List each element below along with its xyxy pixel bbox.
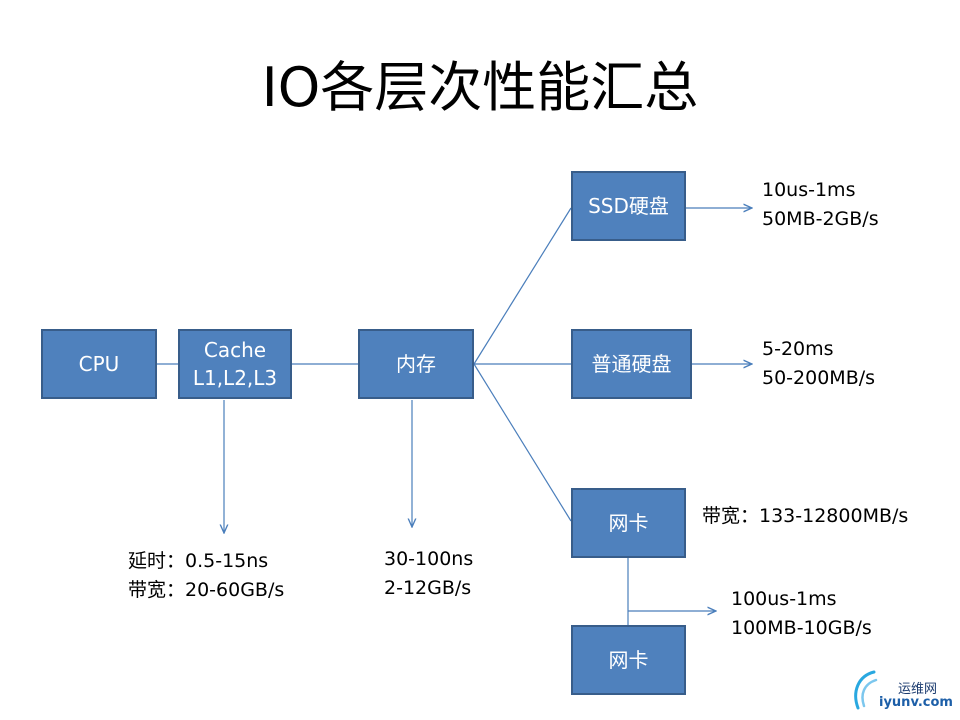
hdd-bandwidth: 50-200MB/s (762, 367, 876, 389)
page-title: IO各层次性能汇总 (261, 56, 699, 119)
watermark-logo-icon (854, 670, 878, 710)
memory-bandwidth: 2-12GB/s (384, 577, 472, 599)
memory-ssd-link (473, 207, 572, 365)
ssd-label: SSD硬盘 (588, 194, 669, 218)
memory-latency: 30-100ns (384, 548, 474, 570)
cpu-box: CPU (41, 329, 157, 399)
nic-label-upper: 网卡 (608, 511, 649, 535)
nic-bus-bandwidth: 带宽：133-12800MB/s (702, 505, 909, 527)
watermark-cn: 运维网 (898, 682, 938, 697)
hdd-label: 普通硬盘 (591, 352, 672, 376)
cache-label-line1: Cache (203, 338, 267, 362)
ssd-bandwidth: 50MB-2GB/s (762, 208, 879, 230)
watermark-en: iyunv.com (879, 695, 953, 710)
network-latency: 100us-1ms (731, 588, 837, 610)
memory-label: 内存 (396, 352, 436, 376)
cache-latency: 延时：0.5-15ns (128, 550, 269, 572)
ssd-box: SSD硬盘 (571, 171, 686, 241)
nic-box-upper: 网卡 (571, 488, 686, 558)
nic-label-lower: 网卡 (608, 648, 649, 672)
ssd-latency: 10us-1ms (762, 179, 856, 201)
network-perf-label: 100us-1ms 100MB-10GB/s (731, 585, 872, 643)
cache-box: Cache L1,L2,L3 (178, 329, 292, 399)
hdd-perf-label: 5-20ms 50-200MB/s (762, 335, 875, 393)
cache-perf-label: 延时：0.5-15ns 带宽：20-60GB/s (128, 547, 284, 605)
cache-label-line2: L1,L2,L3 (192, 366, 278, 390)
network-bandwidth: 100MB-10GB/s (731, 617, 872, 639)
memory-box: 内存 (358, 329, 474, 399)
hdd-box: 普通硬盘 (571, 329, 692, 399)
cache-bandwidth: 带宽：20-60GB/s (128, 579, 285, 601)
memory-nic-link (473, 363, 572, 522)
cpu-label: CPU (78, 352, 120, 376)
ssd-perf-label: 10us-1ms 50MB-2GB/s (762, 176, 879, 234)
memory-perf-label: 30-100ns 2-12GB/s (384, 545, 473, 603)
hdd-latency: 5-20ms (762, 338, 834, 360)
nic-box-lower: 网卡 (571, 625, 686, 695)
nic-bus-bandwidth-label: 带宽：133-12800MB/s (702, 502, 908, 531)
